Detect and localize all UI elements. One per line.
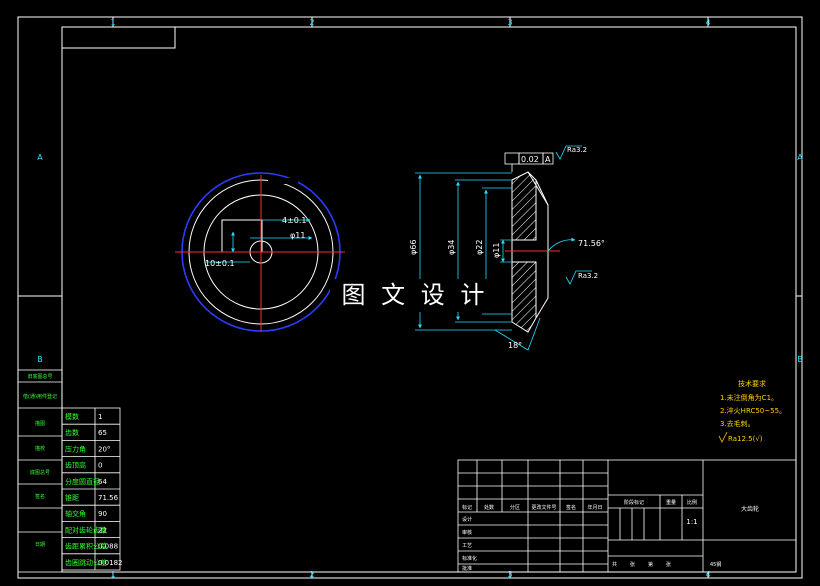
roughness-right: Ra3.2 xyxy=(578,272,598,280)
dim-keyway-depth: 10±0.1 xyxy=(205,259,235,268)
tech-notes: 技术要求 1.未注倒角为C1。 2.淬火HRC50~55。 3.去毛刺。 Ra1… xyxy=(720,379,786,443)
dim-d3: φ22 xyxy=(475,240,484,255)
dim-bore: φ11 xyxy=(290,231,305,240)
zone-bottom-3: 3 xyxy=(507,570,512,579)
tb-header-3: 更改文件号 xyxy=(531,504,556,511)
zone-left-a: A xyxy=(37,153,43,162)
tb-header-4: 签名 xyxy=(566,504,576,511)
roughness-top: Ra3.2 xyxy=(567,146,587,154)
tb-sheet-0: 共 xyxy=(612,561,617,568)
watermark: 图 文 设 计 xyxy=(342,281,489,309)
tb-row-2: 工艺 xyxy=(462,543,472,549)
tb-row-0: 设计 xyxy=(462,516,472,523)
zone-top-3: 3 xyxy=(507,18,512,27)
gear-param-label: 齿距累积公差 xyxy=(65,542,107,551)
gear-param-value: 71.56 xyxy=(98,494,119,502)
angle-bottom: 18° xyxy=(508,341,522,350)
gear-param-value: 0 xyxy=(98,462,102,470)
front-view: 4±0.1 φ11 10±0.1 xyxy=(175,172,345,332)
zone-bottom-1: 1 xyxy=(110,570,115,579)
side-label-4: 底图总号 xyxy=(30,469,50,476)
zone-right-b: B xyxy=(797,355,803,364)
gear-param-value: 90 xyxy=(98,510,107,518)
roughness-check-icon xyxy=(718,431,728,443)
side-label-0: 旧底图总号 xyxy=(27,373,52,380)
angle-cone: 71.56° xyxy=(578,239,605,248)
zone-bottom-2: 2 xyxy=(309,570,314,579)
tb-row-4: 批准 xyxy=(462,565,472,572)
gear-param-label: 配对齿轮齿数 xyxy=(65,525,107,534)
zone-right-a: A xyxy=(797,153,803,162)
gear-param-label: 齿圈跳动公差 xyxy=(65,558,107,567)
gear-param-value: 1 xyxy=(98,413,102,421)
side-label-1: 借(通)用件登记 xyxy=(23,393,57,400)
side-label-5: 签名 xyxy=(35,493,45,500)
tb-header-2: 分区 xyxy=(510,504,520,511)
dim-keyway-width: 4±0.1 xyxy=(282,216,307,225)
dim-d1: φ66 xyxy=(409,240,418,255)
tb-sheet-3: 张 xyxy=(666,561,671,568)
gear-param-label: 锥距 xyxy=(65,493,79,502)
zone-top-4: 4 xyxy=(705,18,710,27)
gear-param-label: 分度圆直径 xyxy=(65,477,100,486)
tolerance-datum: A xyxy=(545,155,551,164)
side-label-2: 描图 xyxy=(35,420,45,427)
tb-row-3: 标准化 xyxy=(462,555,477,562)
tb-header-5: 年月日 xyxy=(587,504,602,511)
zone-left-b: B xyxy=(37,355,43,364)
gear-param-value: 22 xyxy=(98,526,107,534)
tb-sheet-2: 第 xyxy=(648,561,653,568)
gear-param-value: 0.088 xyxy=(98,543,118,551)
title-block xyxy=(457,459,797,573)
dim-d2: φ34 xyxy=(447,240,456,255)
tech-note-3: 3.去毛刺。 xyxy=(720,419,755,428)
gear-param-value: 64 xyxy=(98,478,107,486)
tb-material: 45钢 xyxy=(710,561,721,568)
tb-header-0: 标记 xyxy=(462,504,472,511)
tech-note-1: 1.未注倒角为C1。 xyxy=(720,393,778,402)
section-view: φ66 φ34 φ22 φ11 0.02 A Ra3.2 Ra3.2 71.56… xyxy=(409,145,605,351)
tb-row-1: 审核 xyxy=(462,529,472,536)
zone-top-2: 2 xyxy=(309,18,314,27)
tb-scale-label: 比例 xyxy=(687,499,697,506)
gear-param-label: 压力角 xyxy=(65,444,86,453)
side-label-3: 描校 xyxy=(35,445,45,452)
sheet-border xyxy=(17,16,803,579)
tb-sheet-1: 张 xyxy=(630,561,635,568)
zone-top-1: 1 xyxy=(110,18,115,27)
tb-scale: 1:1 xyxy=(686,518,697,526)
zone-bottom-4: 4 xyxy=(705,570,710,579)
tech-notes-title: 技术要求 xyxy=(738,379,766,388)
gear-param-value: 20° xyxy=(98,445,110,453)
tech-note-roughness: Ra12.5(√) xyxy=(728,435,763,443)
gear-param-label: 模数 xyxy=(65,412,79,421)
gear-param-value: 65 xyxy=(98,429,107,437)
dim-d4: φ11 xyxy=(492,243,501,258)
gear-param-value: 0.0182 xyxy=(98,559,123,567)
watermark-backing xyxy=(330,279,500,312)
gear-param-label: 轴交角 xyxy=(65,509,86,518)
gear-param-label: 齿数 xyxy=(65,428,79,437)
tech-note-2: 2.淬火HRC50~55。 xyxy=(720,406,786,415)
tb-weight-label: 重量 xyxy=(666,499,676,506)
tb-stage-label: 阶段标记 xyxy=(624,499,644,506)
tolerance-value: 0.02 xyxy=(521,155,539,164)
gear-param-label: 齿顶高 xyxy=(65,461,86,470)
zone-labels: 1 2 3 4 1 2 3 4 A B A B xyxy=(37,18,803,579)
tb-header-1: 处数 xyxy=(484,504,494,511)
side-label-6: 日期 xyxy=(35,542,45,548)
tb-part-name: 大齿轮 xyxy=(741,505,759,513)
